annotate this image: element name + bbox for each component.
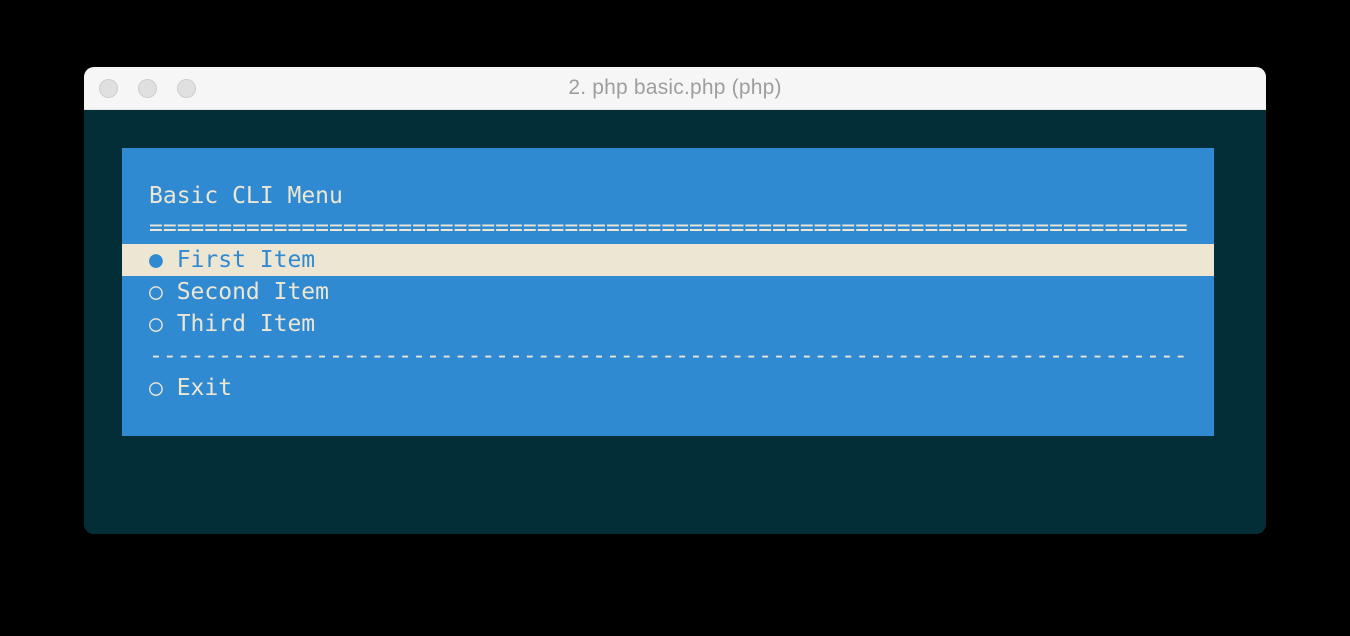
menu-item-second-item[interactable]: ○ Second Item xyxy=(122,276,1214,308)
zoom-button[interactable] xyxy=(177,78,196,98)
menu-item-first-item[interactable]: ● First Item xyxy=(122,244,1214,276)
minimize-button[interactable] xyxy=(138,78,157,98)
selected-marker-icon: ● xyxy=(149,247,163,273)
traffic-lights xyxy=(99,67,196,109)
cli-menu: Basic CLI Menu =========================… xyxy=(122,148,1214,436)
close-button[interactable] xyxy=(99,78,118,98)
title-separator: ========================================… xyxy=(122,212,1214,244)
title-separator-text: ========================================… xyxy=(149,215,1188,241)
menu-item-label: Third Item xyxy=(176,311,316,337)
menu-item-exit[interactable]: ○ Exit xyxy=(122,372,1214,404)
terminal-window: 2. php basic.php (php) Basic CLI Menu ==… xyxy=(84,67,1266,534)
blank-line-bottom xyxy=(122,404,1214,436)
blank-line-top xyxy=(122,148,1214,180)
section-separator: ----------------------------------------… xyxy=(122,340,1214,372)
menu-title-text: Basic CLI Menu xyxy=(149,183,343,209)
window-title: 2. php basic.php (php) xyxy=(568,76,782,99)
unselected-marker-icon: ○ xyxy=(149,311,163,337)
menu-item-third-item[interactable]: ○ Third Item xyxy=(122,308,1214,340)
menu-item-label: Second Item xyxy=(176,279,330,305)
title-bar[interactable]: 2. php basic.php (php) xyxy=(84,67,1266,110)
unselected-marker-icon: ○ xyxy=(149,375,163,401)
unselected-marker-icon: ○ xyxy=(149,279,163,305)
section-separator-text: ----------------------------------------… xyxy=(149,343,1188,369)
menu-item-label: Exit xyxy=(176,375,233,401)
menu-title: Basic CLI Menu xyxy=(122,180,1214,212)
menu-item-label: First Item xyxy=(176,247,316,273)
terminal-screen: Basic CLI Menu =========================… xyxy=(84,110,1266,534)
